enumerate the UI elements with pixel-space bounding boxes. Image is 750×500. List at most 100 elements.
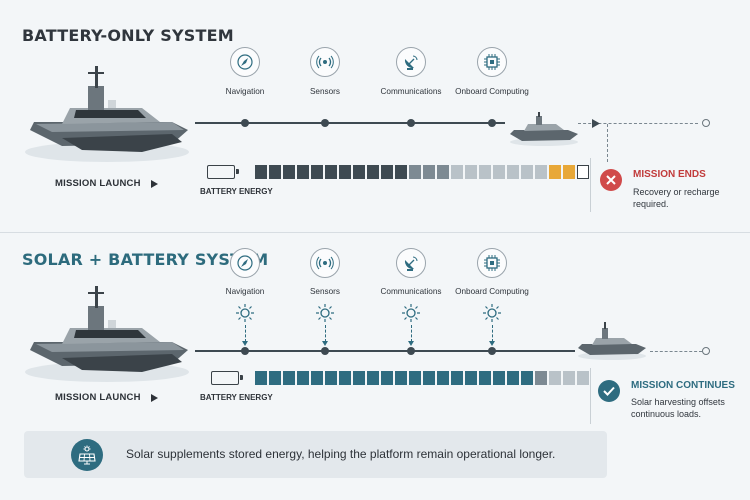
mission-ends-title: MISSION ENDS [633, 169, 706, 180]
compass-icon [230, 248, 260, 278]
battery-level-bar [255, 371, 589, 385]
battery-cell [297, 165, 309, 179]
sun-icon [236, 304, 254, 322]
summary-banner-text: Solar supplements stored energy, helping… [126, 447, 556, 461]
mission-launch-text: MISSION LAUNCH [55, 178, 141, 189]
battery-cell [339, 371, 351, 385]
error-x-icon [600, 169, 622, 191]
vessel-continuing-image [578, 322, 646, 360]
battery-cell [353, 371, 365, 385]
mission-launch-text: MISSION LAUNCH [55, 392, 141, 403]
vessel-launch-image [25, 286, 189, 382]
energy-flow-arrowhead [408, 341, 414, 346]
battery-cell [353, 165, 365, 179]
battery-cell [563, 165, 575, 179]
battery-cell [521, 165, 533, 179]
status-divider [590, 368, 591, 424]
route-end-marker [702, 119, 710, 127]
timeline-node [241, 347, 249, 355]
battery-cell [395, 165, 407, 179]
battery-cell [255, 165, 267, 179]
battery-cell [269, 165, 281, 179]
battery-cell [283, 371, 295, 385]
stage-label-communications: Communications [380, 87, 442, 96]
mission-continues-text: Solar harvesting offsets continuous load… [631, 397, 725, 419]
energy-flow-arrow [492, 325, 493, 342]
battery-cell [451, 371, 463, 385]
remaining-route-line [578, 123, 698, 124]
timeline-node [241, 119, 249, 127]
battery-cell [367, 165, 379, 179]
stage-label-onboard-computing: Onboard Computing [455, 287, 529, 296]
stage-label-communications: Communications [380, 287, 442, 296]
mission-timeline [195, 350, 575, 352]
mission-continues-title: MISSION CONTINUES [631, 380, 735, 391]
battery-cell [367, 371, 379, 385]
energy-flow-arrowhead [242, 341, 248, 346]
battery-cell [493, 165, 505, 179]
chip-icon [477, 248, 507, 278]
vessel-launch-image [25, 66, 189, 162]
battery-cell [563, 371, 575, 385]
battery-cell [325, 165, 337, 179]
sensor-icon [310, 47, 340, 77]
sun-icon [402, 304, 420, 322]
battery-cell [465, 371, 477, 385]
timeline-node [488, 347, 496, 355]
battery-cell [269, 371, 281, 385]
section-divider [0, 232, 750, 233]
battery-cell [437, 165, 449, 179]
route-arrow-icon [592, 119, 600, 128]
timeline-node [488, 119, 496, 127]
chip-icon [477, 47, 507, 77]
energy-flow-arrow [325, 325, 326, 342]
battery-cell [311, 165, 323, 179]
battery-cell [479, 371, 491, 385]
mission-launch-label: MISSION LAUNCH [55, 178, 158, 189]
mission-launch-label: MISSION LAUNCH [55, 392, 158, 403]
timeline-node [407, 347, 415, 355]
energy-flow-arrowhead [489, 341, 495, 346]
battery-only-title: BATTERY-ONLY SYSTEM [22, 26, 234, 45]
battery-cell [535, 165, 547, 179]
stage-label-navigation: Navigation [225, 287, 265, 296]
timeline-node [321, 119, 329, 127]
mission-timeline [195, 122, 505, 124]
battery-cell [577, 165, 589, 179]
battery-cell [395, 371, 407, 385]
battery-cell [507, 165, 519, 179]
sun-icon [316, 304, 334, 322]
stage-label-navigation: Navigation [225, 87, 265, 96]
energy-flow-arrow [245, 325, 246, 342]
battery-cell [381, 371, 393, 385]
battery-cell [255, 371, 267, 385]
battery-cell [423, 165, 435, 179]
battery-cell [283, 165, 295, 179]
check-icon [598, 380, 620, 402]
sensor-icon [310, 248, 340, 278]
battery-level-bar [255, 165, 589, 179]
battery-cell [423, 371, 435, 385]
battery-cell [577, 371, 589, 385]
battery-cell [451, 165, 463, 179]
timeline-node [321, 347, 329, 355]
battery-energy-label: BATTERY ENERGY [200, 393, 273, 402]
battery-cell [507, 371, 519, 385]
status-divider [590, 158, 591, 212]
drop-line [607, 124, 608, 162]
battery-icon [207, 165, 239, 179]
summary-banner: Solar supplements stored energy, helping… [24, 431, 607, 478]
play-arrow-icon [150, 179, 158, 188]
energy-flow-arrowhead [322, 341, 328, 346]
energy-flow-arrow [411, 325, 412, 342]
compass-icon [230, 47, 260, 77]
stage-label-sensors: Sensors [309, 87, 341, 96]
battery-cell [479, 165, 491, 179]
battery-cell [493, 371, 505, 385]
battery-cell [549, 165, 561, 179]
play-arrow-icon [150, 393, 158, 402]
satellite-dish-icon [396, 47, 426, 77]
remaining-route-line [650, 351, 702, 352]
battery-cell [437, 371, 449, 385]
battery-cell [535, 371, 547, 385]
